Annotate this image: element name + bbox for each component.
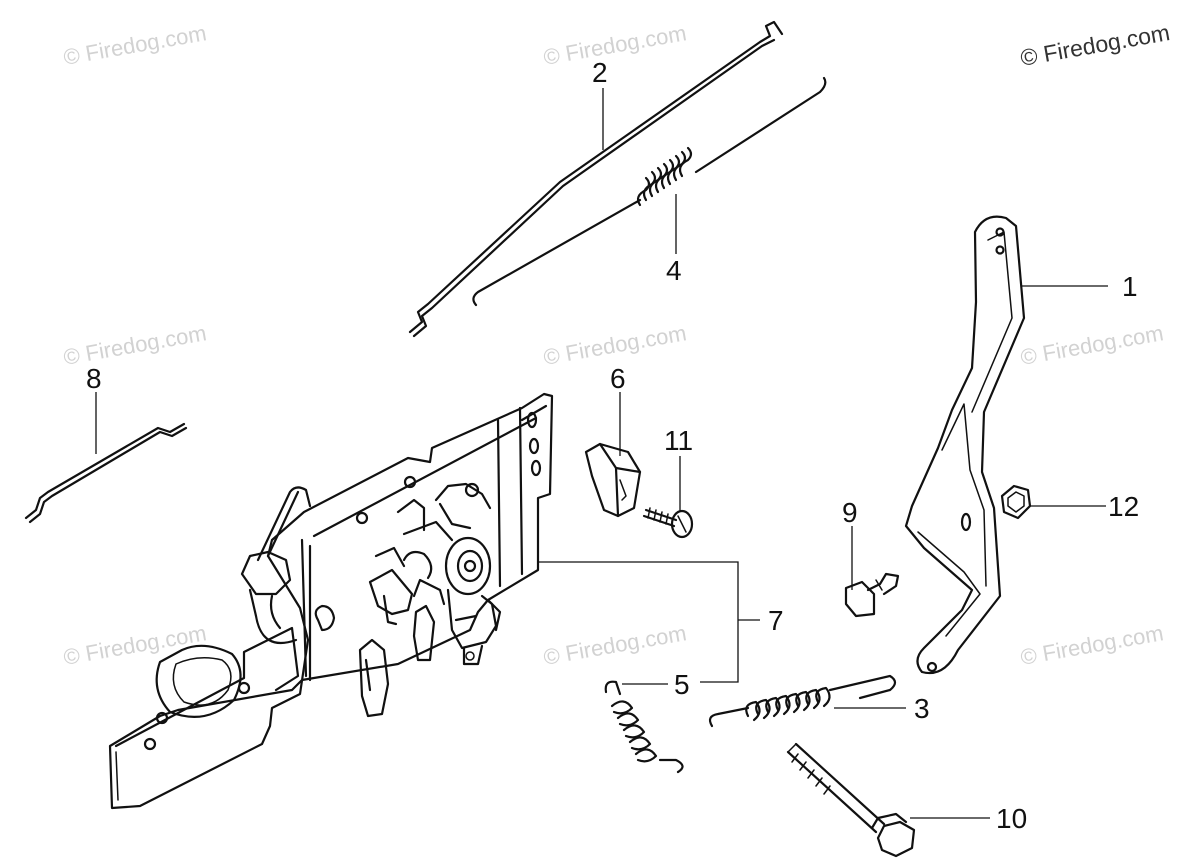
throttle-rod [408, 20, 784, 338]
callout-7: 7 [768, 605, 784, 636]
callout-1: 1 [1122, 271, 1138, 302]
governor-spring [604, 680, 684, 774]
choke-rod [24, 422, 188, 524]
callout-10: 10 [996, 803, 1027, 834]
governor-rod-with-spring [472, 76, 827, 307]
control-base-plate [108, 392, 554, 810]
callout-3: 3 [914, 693, 930, 724]
callout-11: 11 [664, 425, 693, 456]
callout-6: 6 [610, 363, 626, 394]
flange-nut [1000, 484, 1032, 520]
flange-bolt [786, 742, 916, 858]
watermark: © Firedog.com [62, 620, 209, 670]
leader-lines [95, 88, 1108, 819]
tension-spring [708, 674, 897, 728]
watermark: © Firedog.com [62, 320, 209, 370]
callout-4: 4 [666, 255, 682, 286]
watermark: © Firedog.com [542, 20, 689, 70]
callout-labels: 2 4 1 8 6 11 9 12 7 5 3 10 [86, 57, 1139, 834]
callout-5: 5 [674, 669, 690, 700]
wire-clip [844, 572, 900, 618]
leader-7 [538, 561, 739, 683]
callout-12: 12 [1108, 491, 1139, 522]
watermarks: © Firedog.com © Firedog.com © Firedog.co… [62, 19, 1172, 670]
watermark: © Firedog.com [62, 20, 209, 70]
callout-8: 8 [86, 363, 102, 394]
watermark: © Firedog.com [1018, 19, 1171, 71]
cable-clamp [584, 442, 642, 518]
watermark: © Firedog.com [542, 620, 689, 670]
control-lever [904, 215, 1026, 675]
screw [642, 507, 694, 539]
callout-9: 9 [842, 497, 858, 528]
watermark: © Firedog.com [1019, 620, 1166, 670]
callout-2: 2 [592, 57, 608, 88]
watermark: © Firedog.com [1019, 320, 1166, 370]
spring-coil [636, 146, 693, 207]
